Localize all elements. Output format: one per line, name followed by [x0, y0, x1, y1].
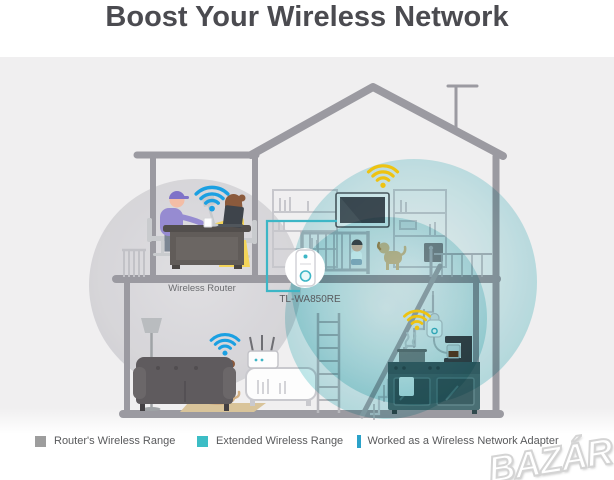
mug [203, 217, 213, 228]
page-title: Boost Your Wireless Network [105, 1, 509, 33]
laptop-icon [215, 205, 244, 228]
rug [180, 403, 266, 412]
office-room [122, 191, 257, 277]
sofa [133, 357, 236, 411]
wireless-router-label: Wireless Router [168, 283, 236, 294]
office-desk [163, 225, 251, 269]
range-extender [285, 248, 325, 288]
living-room [133, 318, 317, 412]
extender-model-label: TL-WA850RE [279, 294, 341, 305]
adapter-connection [265, 219, 337, 293]
roof-antenna-icon [446, 84, 479, 132]
home-router [247, 335, 279, 369]
media-table [245, 367, 317, 406]
extended-range-circle-lower [285, 217, 487, 419]
radiator [122, 248, 146, 277]
